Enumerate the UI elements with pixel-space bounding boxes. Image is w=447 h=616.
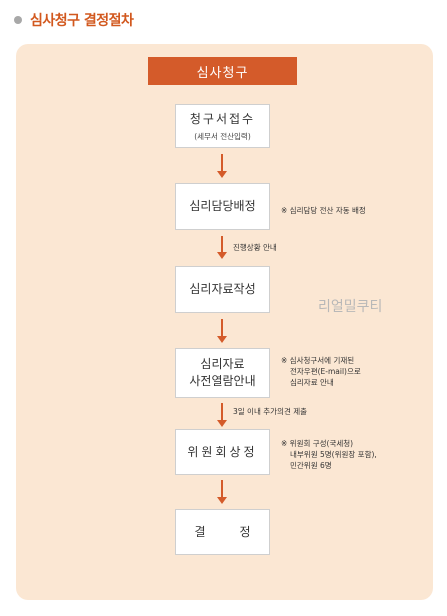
- step-decision-label: 결 정: [195, 524, 251, 541]
- step-assign: 심리담당배정: [175, 183, 270, 230]
- note-preview-line: 전자우편(E-mail)으로: [290, 367, 361, 376]
- arrow-down-icon: [217, 154, 227, 178]
- step-receipt: 청구서접수 (세무서 전산입력): [175, 104, 270, 148]
- note-preview: ※ 심사청구서에 기재된 전자우편(E-mail)으로 심리자료 안내: [281, 355, 361, 388]
- flow-header: 심사청구: [148, 57, 297, 85]
- bullet-icon: [14, 16, 22, 24]
- step-preview: 심리자료 사전열람안내: [175, 348, 270, 398]
- note-assign: ※ 심리담당 전산 자동 배정: [281, 206, 366, 215]
- step-receipt-label: 청구서접수: [189, 111, 256, 126]
- step-decision: 결 정: [175, 509, 270, 555]
- step-committee: 위원회상정: [175, 429, 270, 475]
- note-committee: ※ 위원회 구성(국세청) 내부위원 5명(위원장 포함), 민간위원 6명: [281, 438, 377, 471]
- arrow-label-additional: 3일 이내 추가의견 제출: [233, 407, 308, 416]
- note-committee-line: 민간위원 6명: [290, 461, 332, 470]
- arrow-label-progress: 진행상황 안내: [233, 243, 277, 252]
- arrow-down-icon: [217, 403, 227, 427]
- note-committee-line: ※ 위원회 구성(국세청): [281, 439, 354, 448]
- watermark: 리얼밀쿠티: [318, 299, 383, 315]
- step-preview-line2: 사전열람안내: [189, 374, 256, 388]
- step-decision-char: 결: [194, 524, 206, 539]
- section-title: 심사청구 결정절차: [30, 13, 134, 29]
- step-decision-char: 정: [239, 524, 251, 539]
- note-preview-line: ※ 심사청구서에 기재된: [281, 356, 355, 365]
- arrow-down-icon: [217, 480, 227, 504]
- note-preview-line: 심리자료 안내: [290, 378, 334, 387]
- arrow-down-icon: [217, 236, 227, 259]
- step-assign-label: 심리담당배정: [189, 199, 256, 213]
- step-receipt-sub: (세무서 전산입력): [194, 131, 251, 141]
- step-prepare-label: 심리자료작성: [189, 282, 256, 296]
- note-committee-line: 내부위원 5명(위원장 포함),: [290, 450, 377, 459]
- step-committee-label: 위원회상정: [187, 444, 258, 459]
- step-prepare: 심리자료작성: [175, 266, 270, 313]
- step-preview-line1: 심리자료: [200, 357, 245, 371]
- arrow-down-icon: [217, 319, 227, 343]
- section-heading: 심사청구 결정절차: [14, 10, 134, 30]
